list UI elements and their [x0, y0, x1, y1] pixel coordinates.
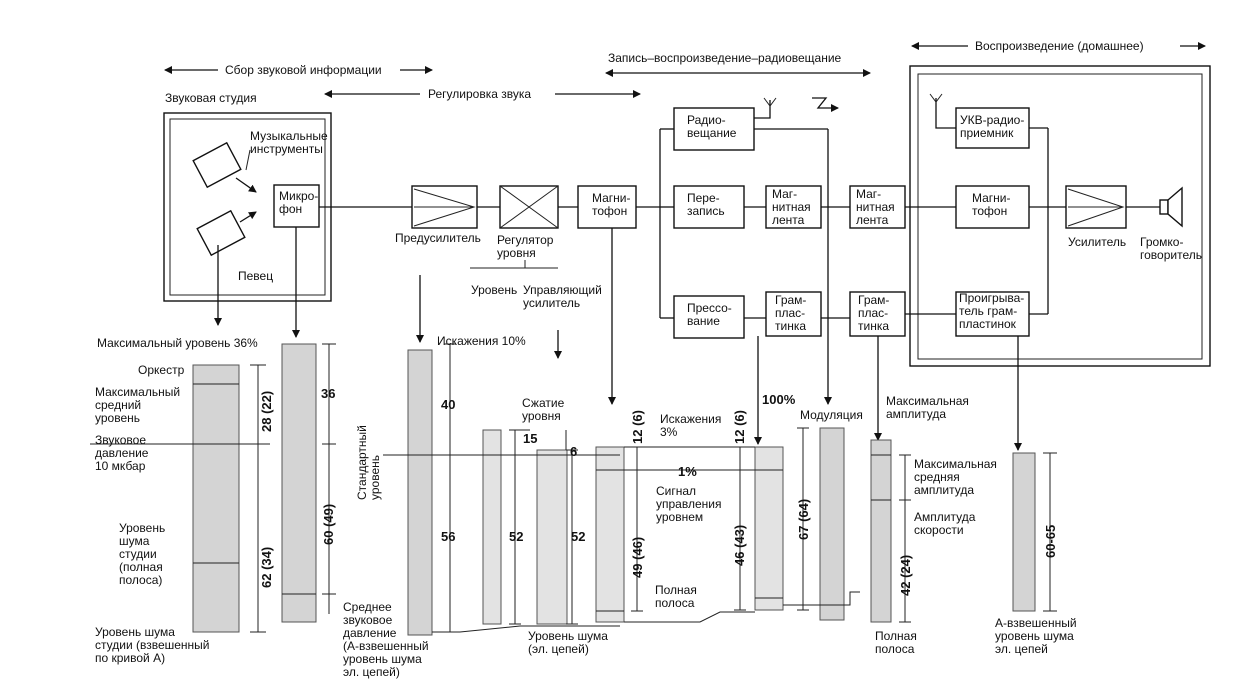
distortion-10-label: Искажения 10% [437, 334, 526, 348]
level-label: Уровень [471, 283, 517, 297]
recorder-label: Магни-тофон [592, 191, 631, 218]
bar-recorder [595, 446, 625, 623]
amplifier-label: Усилитель [1068, 235, 1126, 249]
header-regulation: Регулировка звука [428, 87, 531, 101]
orchestra-label: Оркестр [138, 363, 185, 377]
value-12-6a: 12 (6) [630, 410, 645, 444]
broadcast-label: Радио-вещание [687, 113, 737, 140]
bar-preamp [407, 349, 433, 636]
disc-block-1 [765, 291, 822, 337]
value-62-34: 62 (34) [259, 547, 274, 588]
header-home: Воспроизведение (домашнее) [975, 39, 1144, 53]
recorder-block [577, 185, 637, 229]
antenna-icon-2 [935, 98, 956, 129]
value-28-22: 28 (22) [259, 391, 274, 432]
radio-wave-icon [812, 97, 839, 112]
bar-disc [870, 439, 892, 623]
tape-block-2 [849, 185, 906, 229]
bar-home [1012, 452, 1036, 612]
max-level-label: Максимальный уровень 36% [97, 336, 258, 350]
speaker-icon [1159, 186, 1183, 228]
bar-modulation [819, 427, 845, 621]
value-6: 6 [570, 444, 577, 459]
disc-block-2 [849, 291, 906, 337]
disc-label-2: Грам-плас-тинка [858, 293, 889, 333]
value-15: 15 [523, 431, 537, 446]
studio-title: Звуковая студия [165, 91, 257, 105]
header-collect: Сбор звуковой информации [225, 63, 382, 77]
instrument-icon [192, 141, 242, 189]
fm-receiver-label: УКВ-радио-приемник [960, 113, 1024, 140]
value-60-49: 60 (49) [321, 504, 336, 545]
value-67-64: 67 (64) [796, 499, 811, 540]
bar-regulator [482, 429, 502, 625]
value-36: 36 [321, 386, 335, 401]
pressing-block [673, 295, 745, 339]
noise-level-label: Уровень шума(эл. цепей) [528, 629, 608, 656]
mic-block [273, 184, 320, 228]
hundred-percent-label: 100% [762, 392, 796, 407]
mic-label: Микро-фон [279, 189, 318, 216]
singer-label: Певец [238, 269, 273, 283]
value-60-65: 60-65 [1043, 525, 1058, 558]
speaker-label: Громко-говоритель [1140, 235, 1202, 262]
value-52b: 52 [571, 529, 585, 544]
preamp-label: Предусилитель [395, 231, 481, 245]
level-bars [192, 343, 1036, 636]
bar-control-amp [536, 449, 568, 625]
home-recorder-label: Магни-тофон [972, 191, 1011, 218]
singer-icon [196, 209, 246, 257]
bar-tape [754, 446, 784, 611]
dimension-lines [90, 343, 1057, 633]
disc-label-1: Грам-плас-тинка [775, 293, 806, 333]
pressing-label: Прессо-вание [687, 301, 732, 328]
standard-level-label: Стандартныйуровень [355, 425, 382, 500]
annotation-labels: Максимальный уровень 36% Оркестр Максима… [95, 334, 1077, 679]
numeric-values: 28 (22) 62 (34) 36 60 (49) 40 56 15 52 6… [259, 386, 1058, 596]
one-percent-label: 1% [678, 464, 697, 479]
value-12-6b: 12 (6) [732, 410, 747, 444]
value-46-43: 46 (43) [732, 525, 747, 566]
value-52a: 52 [509, 529, 523, 544]
player-label: Проигрыва-тель грам-пластинок [959, 291, 1024, 331]
home-recorder-block [955, 185, 1030, 229]
player-block [955, 291, 1030, 337]
header-record: Запись–воспроизведение–радиовещание [608, 51, 842, 65]
value-56: 56 [441, 529, 455, 544]
home-box [909, 65, 1211, 367]
value-49-46: 49 (46) [630, 537, 645, 578]
rerecord-label: Пере-запись [687, 191, 725, 218]
header-section: Сбор звуковой информации Регулировка зву… [164, 39, 1206, 105]
bar-studio [192, 364, 240, 633]
value-42-24: 42 (24) [898, 555, 913, 596]
down-arrows [214, 128, 1022, 451]
bar-microphone [281, 343, 317, 623]
value-40: 40 [441, 397, 455, 412]
tape-block-1 [765, 185, 822, 229]
modulation-label: Модуляция [800, 408, 863, 422]
